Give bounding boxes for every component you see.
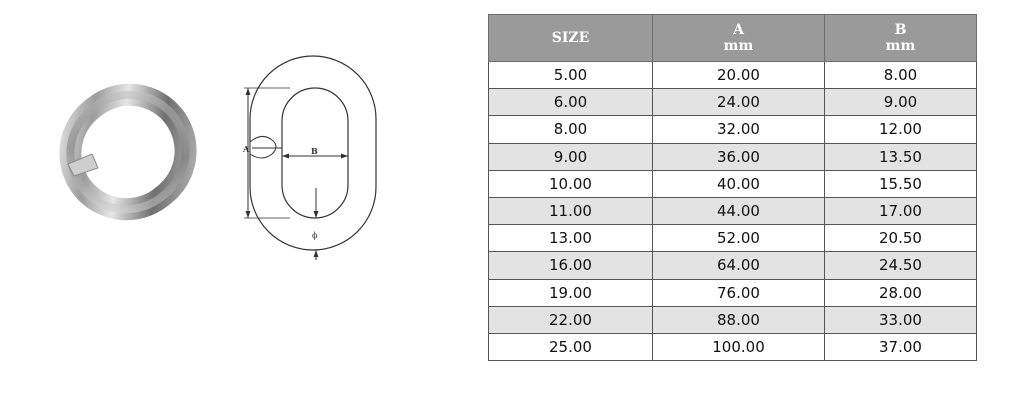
table-row: 22.00 88.00 33.00 [488,305,977,334]
link-gap-face [67,153,99,177]
cell-b: 9.00 [824,88,977,117]
dim-a-arrow-bottom [245,211,251,218]
dim-a-label: A [242,144,250,154]
cell-a: 20.00 [652,60,825,90]
table-row: 16.00 64.00 24.50 [488,251,977,280]
cell-b: 13.50 [824,142,977,171]
dim-phi-arrow-top [313,211,319,218]
cell-b: 12.00 [824,115,977,144]
table-row: 9.00 36.00 13.50 [488,142,977,171]
cell-a: 100.00 [652,332,825,362]
cell-b: 17.00 [824,196,977,226]
header-a-unit: mm [723,38,754,54]
cell-size: 19.00 [488,278,653,307]
table-row: 25.00 100.00 37.00 [488,332,977,362]
cell-size: 5.00 [488,60,653,90]
header-a-title: A [733,22,744,38]
cell-b: 28.00 [824,278,977,307]
header-a: A mm [652,14,825,62]
cell-size: 6.00 [488,88,653,117]
dim-b-arrow-left [282,153,289,159]
header-size-title: SIZE [551,30,590,46]
table-row: 19.00 76.00 28.00 [488,278,977,307]
table-row: 13.00 52.00 20.50 [488,224,977,253]
table-row: 5.00 20.00 8.00 [488,60,977,90]
header-b-title: B [894,22,907,38]
cell-a: 40.00 [652,169,825,198]
cell-size: 22.00 [488,305,653,334]
cell-size: 25.00 [488,332,653,362]
c-link-product-photo [59,83,197,221]
cell-b: 37.00 [824,332,977,362]
dim-a-arrow-top [245,88,251,95]
dim-phi-arrow-bottom [313,250,319,257]
cell-a: 52.00 [652,224,825,253]
cell-b: 24.50 [824,251,977,280]
cell-b: 8.00 [824,60,977,90]
table-row: 6.00 24.00 9.00 [488,88,977,117]
link-gap [249,136,277,159]
cell-a: 24.00 [652,88,825,117]
cell-a: 44.00 [652,196,825,226]
cell-b: 33.00 [824,305,977,334]
cell-a: 32.00 [652,115,825,144]
cell-a: 36.00 [652,142,825,171]
dim-phi-label: ϕ [312,231,318,240]
cell-a: 76.00 [652,278,825,307]
dim-b-arrow-right [341,153,348,159]
header-b-unit: mm [885,38,916,54]
cell-size: 11.00 [488,196,653,226]
cell-size: 8.00 [488,115,653,144]
header-size: SIZE [488,14,653,62]
dim-b-label: B [311,146,318,156]
table-row: 8.00 32.00 12.00 [488,115,977,144]
header-b: B mm [824,14,977,62]
table-row: 11.00 44.00 17.00 [488,196,977,226]
cell-size: 16.00 [488,251,653,280]
table-header-row: SIZE A mm B mm [488,14,977,62]
table-row: 10.00 40.00 15.50 [488,169,977,198]
cell-size: 13.00 [488,224,653,253]
cell-size: 9.00 [488,142,653,171]
c-link-technical-drawing: A B ϕ [242,55,377,260]
size-spec-table: SIZE A mm B mm 5.00 20.00 8.00 6.00 24.0… [488,14,977,362]
cell-a: 88.00 [652,305,825,334]
cell-b: 15.50 [824,169,977,198]
inner-outline [281,87,349,219]
cell-size: 10.00 [488,169,653,198]
cell-a: 64.00 [652,251,825,280]
cell-b: 20.50 [824,224,977,253]
